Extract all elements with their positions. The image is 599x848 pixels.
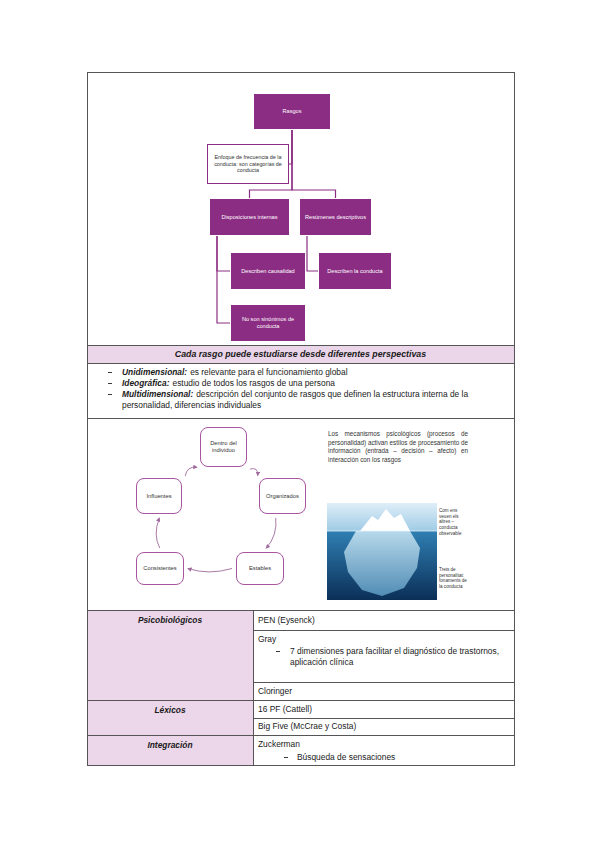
table-cell: Gray (258, 634, 508, 645)
image-caption: Trets de personalitat: fonaments de la c… (439, 567, 471, 590)
table-cell: Búsqueda de sensaciones (297, 752, 507, 763)
cycle-box: Organizados (259, 478, 306, 514)
node-text: Disposiciones internas (222, 214, 278, 221)
cycle-arrow (156, 518, 160, 548)
tree-connector (217, 236, 230, 323)
label-text: Cloringer (258, 686, 292, 696)
table-cell: Cloringer (258, 686, 508, 697)
node-text: Enfoque de frecuencia de la conducta: so… (212, 154, 284, 174)
bullet-item: Multidimensional:descripción del conjunt… (122, 389, 507, 411)
cycle-box: Estables (236, 552, 284, 585)
list-dash (108, 373, 288, 758)
label-text: Los mecanismos psicológicos (procesos de… (328, 430, 468, 463)
label-text: Big Five (McCrae y Costa) (258, 721, 356, 731)
label-text: Léxicos (154, 705, 185, 715)
node-text: Resúmenes descriptivos (305, 214, 366, 221)
assistant-box: Enfoque de frecuencia de la conducta: so… (207, 144, 289, 184)
iceberg-illustration (327, 503, 437, 600)
label-text: PEN (Eysenck) (258, 615, 315, 625)
table-cell: Zuckerman (258, 739, 508, 750)
label-text: Gray (258, 634, 276, 644)
category-box: Disposiciones internas (209, 198, 290, 236)
cycle-arrow (250, 469, 258, 476)
cycle-box: Consistentes (136, 552, 184, 585)
detail-box: Describen la conducta (318, 252, 392, 290)
label-text: Trets de personalitat: fonaments de la c… (439, 567, 467, 589)
node-text: Describen la conducta (327, 268, 382, 275)
table-rules (88, 73, 515, 766)
label-text: es relevante para el funcionamiento glob… (190, 367, 347, 377)
tree-connector (292, 130, 336, 198)
table-cell: Psicobiológicos (87, 615, 253, 626)
label-text: Zuckerman (258, 739, 300, 749)
tree-connector (217, 236, 230, 271)
label-text: Com ens veuen els altres – conducta obse… (439, 508, 461, 536)
label-text: Ideográfica: (122, 378, 169, 388)
label-text: Multidimensional: (122, 389, 193, 399)
header-band (88, 345, 515, 363)
node-text: Consistentes (143, 565, 177, 572)
bullet-item: Ideográfica:estudio de todos los rasgos … (122, 378, 507, 389)
label-text: estudio de todos los rasgos de una perso… (172, 378, 335, 388)
label-text: Integración (147, 740, 192, 750)
node-text: Organizados (266, 493, 299, 500)
table-cell: Integración (87, 740, 253, 751)
detail-box: Describen causalidad (230, 252, 306, 290)
label-text: Búsqueda de sensaciones (297, 752, 395, 762)
label-text: 16 PF (Cattell) (258, 704, 312, 714)
trait-root-box: Rasgos (253, 93, 331, 130)
node-text: No son sinónimos de conducta (235, 316, 301, 330)
label-text: Cada rasgo puede estudiarse desde difere… (175, 349, 426, 359)
label-text: 7 dimensiones para facilitar el diagnóst… (290, 646, 499, 667)
image-caption: Com ens veuen els altres – conducta obse… (439, 508, 471, 537)
node-text: Rasgos (283, 108, 302, 115)
node-text: Estables (249, 565, 271, 572)
cycle-box: Influentes (136, 478, 182, 514)
table-cell: Big Five (McCrae y Costa) (258, 721, 508, 732)
tree-connector (307, 236, 318, 271)
category-box: Resúmenes descriptivos (299, 198, 372, 236)
bullet-item: Unidimensional:es relevante para el func… (122, 367, 507, 378)
cycle-arrow (188, 569, 232, 572)
cycle-arrow (266, 518, 276, 548)
label-text: Psicobiológicos (138, 615, 202, 625)
table-cell: PEN (Eysenck) (258, 615, 508, 626)
label-text: Unidimensional: (122, 367, 187, 377)
table-cell: Léxicos (87, 705, 253, 716)
cycle-arrow (185, 467, 197, 476)
node-text: Influentes (146, 493, 171, 500)
node-text: Dentro del individuo (205, 440, 242, 454)
table-cell: 16 PF (Cattell) (258, 704, 508, 715)
node-text: Describen causalidad (241, 268, 294, 275)
section-header: Cada rasgo puede estudiarse desde difere… (87, 349, 514, 360)
cycle-box: Dentro del individuo (200, 427, 247, 467)
table-cell: 7 dimensiones para facilitar el diagnóst… (290, 646, 504, 668)
detail-box: No son sinónimos de conducta (230, 304, 306, 342)
row-header-cell (88, 610, 254, 765)
note-paragraph: Los mecanismos psicológicos (procesos de… (328, 430, 468, 465)
